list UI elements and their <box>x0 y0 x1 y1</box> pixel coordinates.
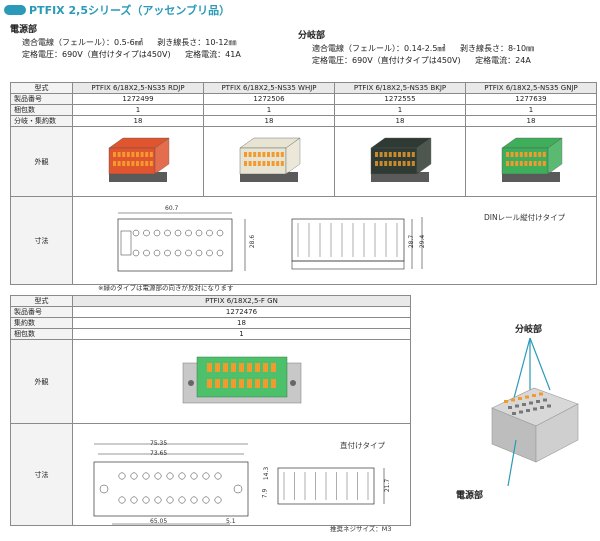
dim-h2: 28.7 <box>408 234 416 249</box>
product-image-f-gn <box>182 356 301 403</box>
label-part: 製品番号 <box>10 93 73 105</box>
table-row: 梱包数 1 1 1 1 <box>10 104 597 116</box>
page-title-bar: PTFIX 2,5シリーズ（アッセンブリ品） <box>4 2 230 18</box>
model-cell: PTFIX 6/18X2,5-NS35 WHJP <box>203 82 335 94</box>
branch-strip: 剥き線長さ：8-10㎜ <box>459 44 535 53</box>
power-callout: 電源部 <box>456 491 484 501</box>
power-spec: 電源部 適合電線（フェルール）：0.5-6㎟ 剥き線長さ：10-12㎜ 定格電圧… <box>10 24 241 61</box>
label-model: 型式 <box>10 82 73 94</box>
label-pack: 梱包数 <box>10 104 73 116</box>
appearance-cell <box>465 126 597 197</box>
branch-wire: 適合電線（フェルール）：0.14-2.5㎟ <box>312 44 446 53</box>
appearance-cell <box>72 126 204 197</box>
part-cell: 1272476 <box>72 306 411 318</box>
branch-voltage: 定格電圧：690V（直付けタイプは450V) <box>312 56 461 65</box>
part-cell: 1272555 <box>334 93 466 105</box>
dim-e: 14.3 <box>263 466 271 481</box>
product-table-f: 型式 PTFIX 6/18X2,5-F GN 製品番号 1272476 集約数 … <box>10 295 411 526</box>
label-branches: 分岐・集約数 <box>10 115 73 127</box>
screw-size: 推奨ネジサイズ：M3 <box>330 525 392 533</box>
dim-h3: 29.4 <box>419 234 427 249</box>
f-top-view-drawing <box>93 443 249 525</box>
appearance-cell <box>334 126 466 197</box>
table-row: 外観 <box>10 339 411 424</box>
pack-cell: 1 <box>72 104 204 116</box>
part-cell: 1272499 <box>72 93 204 105</box>
dim-h1: 28.6 <box>249 234 257 249</box>
power-voltage: 定格電圧：690V（直付けタイプは450V) <box>22 50 171 59</box>
appearance-cell <box>72 339 411 424</box>
branches-cell: 18 <box>465 115 597 127</box>
dims-cell <box>72 423 411 526</box>
appearance-cell <box>203 126 335 197</box>
direct-label: 直付けタイプ <box>340 441 385 450</box>
label-part: 製品番号 <box>10 306 73 318</box>
product-image-rdjp <box>108 137 170 182</box>
model-cell: PTFIX 6/18X2,5-NS35 BKJP <box>334 82 466 94</box>
table-row: 寸法 <box>10 423 411 526</box>
branch-heading: 分岐部 <box>298 31 326 41</box>
power-heading: 電源部 <box>10 25 38 35</box>
table-row: 型式 PTFIX 6/18X2,5-NS35 RDJP PTFIX 6/18X2… <box>10 82 597 94</box>
pack-cell: 1 <box>334 104 466 116</box>
dim-d: 5.1 <box>226 518 236 525</box>
branches-cell: 18 <box>72 115 204 127</box>
dim-g: 21.7 <box>384 478 392 493</box>
side-view-drawing <box>291 217 423 270</box>
product-image-gnjp <box>501 137 563 182</box>
title-bullet-bar <box>4 5 22 15</box>
top-view-drawing <box>117 212 246 272</box>
table-row: 分岐・集約数 18 18 18 18 <box>10 115 597 127</box>
label-dims: 寸法 <box>10 196 73 285</box>
block-illustration <box>491 337 579 486</box>
f-side-view-drawing <box>277 467 385 505</box>
model-cell: PTFIX 6/18X2,5-NS35 GNJP <box>465 82 597 94</box>
dim-width: 60.7 <box>165 205 179 212</box>
dim-f: 7.9 <box>261 488 269 499</box>
product-table-ns35: 型式 PTFIX 6/18X2,5-NS35 RDJP PTFIX 6/18X2… <box>10 82 597 285</box>
model-cell: PTFIX 6/18X2,5-NS35 RDJP <box>72 82 204 94</box>
page-title: PTFIX 2,5シリーズ（アッセンブリ品） <box>29 4 231 17</box>
table-row: 集約数 18 <box>10 317 411 329</box>
power-strip: 剥き線長さ：10-12㎜ <box>157 38 237 47</box>
table-row: 梱包数 1 <box>10 328 411 340</box>
product-image-whjp <box>239 137 301 182</box>
label-pack: 梱包数 <box>10 328 73 340</box>
din-label: DINレール縦付けタイプ <box>484 213 566 222</box>
dims-cell <box>72 196 597 285</box>
product-image-bkjp <box>370 137 432 182</box>
dim-a: 75.35 <box>150 440 168 447</box>
table-row: 製品番号 1272499 1272506 1272555 1277639 <box>10 93 597 105</box>
branch-callout: 分岐部 <box>515 325 543 335</box>
part-cell: 1277639 <box>465 93 597 105</box>
pack-cell: 1 <box>465 104 597 116</box>
branch-current: 定格電流：24A <box>475 56 531 65</box>
label-appearance: 外観 <box>10 339 73 424</box>
table-row: 型式 PTFIX 6/18X2,5-F GN <box>10 295 411 307</box>
label-dims: 寸法 <box>10 423 73 526</box>
branches-cell: 18 <box>334 115 466 127</box>
color-note: ※緑のタイプは電源部の向きが反対になります <box>98 284 234 292</box>
table-row: 寸法 <box>10 196 597 285</box>
power-current: 定格電流：41A <box>185 50 241 59</box>
power-wire: 適合電線（フェルール）：0.5-6㎟ <box>22 38 143 47</box>
branches-cell: 18 <box>203 115 335 127</box>
label-model: 型式 <box>10 295 73 307</box>
part-cell: 1272506 <box>203 93 335 105</box>
table-row: 外観 <box>10 126 597 197</box>
table-row: 製品番号 1272476 <box>10 306 411 318</box>
title-bullet-icon <box>16 5 26 15</box>
branch-spec: 分岐部 適合電線（フェルール）：0.14-2.5㎟ 剥き線長さ：8-10㎜ 定格… <box>298 30 534 67</box>
dim-b: 73.65 <box>150 450 168 457</box>
pack-cell: 1 <box>72 328 411 340</box>
branches-cell: 18 <box>72 317 411 329</box>
pack-cell: 1 <box>203 104 335 116</box>
label-branches: 集約数 <box>10 317 73 329</box>
model-cell: PTFIX 6/18X2,5-F GN <box>72 295 411 307</box>
dim-c: 65.05 <box>150 518 168 525</box>
label-appearance: 外観 <box>10 126 73 197</box>
